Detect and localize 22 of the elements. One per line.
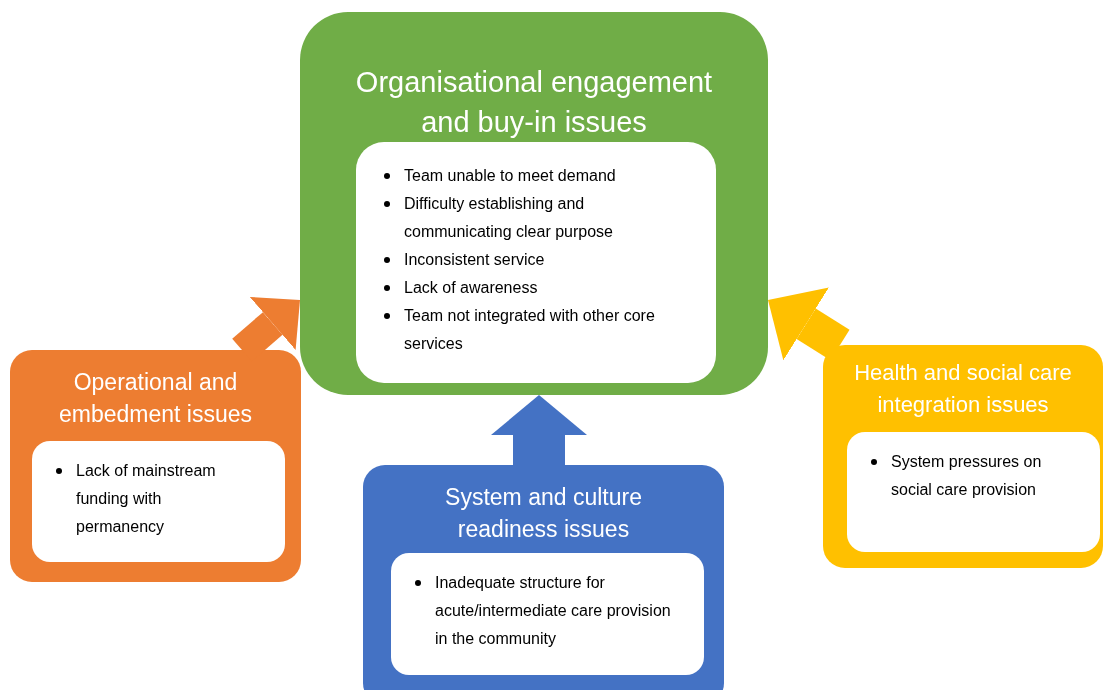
panel-heading: Operational and embedment issues xyxy=(57,368,253,429)
panel-heading: Organisational engagement and buy-in issues xyxy=(354,65,714,140)
category-panel xyxy=(300,12,768,395)
category-panel xyxy=(10,350,301,582)
bullet-item: Lack of awareness xyxy=(403,278,538,298)
bullet-item: Team unable to meet demand xyxy=(403,166,616,186)
bullet-list-card xyxy=(356,142,716,383)
category-panel xyxy=(823,345,1103,568)
bullet-item: System pressures on social care provision xyxy=(890,452,1043,500)
bullet-list-card xyxy=(391,553,704,675)
block-arrow xyxy=(491,395,587,465)
bullet-item: Inadequate structure for acute/intermediate care provision in the community xyxy=(434,573,672,649)
bullet-item: Team not integrated with other core services xyxy=(403,306,656,354)
bullet-list-card xyxy=(847,432,1100,552)
bullet-list-card xyxy=(32,441,285,562)
category-panel xyxy=(363,465,724,690)
panel-heading: Health and social care integration issues xyxy=(853,359,1073,419)
bullet-item: Inconsistent service xyxy=(403,250,545,270)
bullet-item: Lack of mainstream funding with permanency xyxy=(75,461,217,537)
bullet-item: Difficulty establishing and communicating clear purpose xyxy=(403,194,614,242)
panel-heading: System and culture readiness issues xyxy=(444,483,643,544)
block-arrow xyxy=(768,287,850,361)
